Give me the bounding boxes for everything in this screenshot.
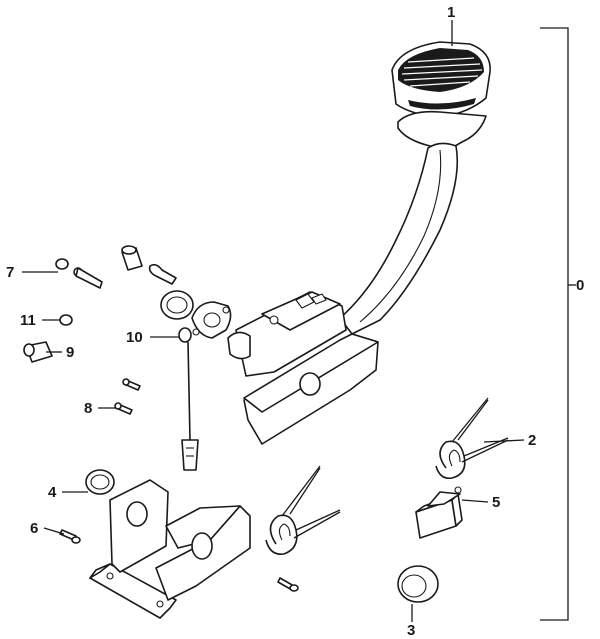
callout-3: 3 (407, 622, 415, 639)
part-8-screws[interactable] (114, 378, 141, 415)
part-2-spring[interactable] (435, 397, 509, 480)
part-11-washer[interactable] (59, 314, 73, 326)
pedal-arm (339, 110, 487, 335)
small-bolt (277, 577, 299, 592)
callout-1: 1 (447, 4, 455, 21)
seal-ring (160, 290, 194, 320)
part-10-position-sensor[interactable] (178, 301, 232, 471)
part-1-pedal-pad[interactable] (391, 41, 491, 119)
pedal-housing (227, 291, 379, 445)
callout-10: 10 (126, 329, 143, 346)
part-4-retaining-clip[interactable] (85, 469, 115, 495)
callout-5: 5 (492, 494, 500, 511)
part-6-screw[interactable] (59, 529, 81, 544)
mounting-bracket (89, 479, 251, 619)
bushing-sleeve (121, 245, 177, 285)
callout-9: 9 (66, 344, 74, 361)
callout-11: 11 (20, 312, 36, 329)
callout-leaders (22, 20, 525, 622)
callout-7: 7 (6, 264, 14, 281)
part-9-bushing[interactable] (23, 341, 53, 363)
callout-labels: 0 1 2 3 4 5 6 7 8 9 10 11 (6, 4, 584, 639)
callout-2: 2 (528, 432, 536, 449)
part-5-micro-switch[interactable] (415, 486, 463, 539)
callout-6: 6 (30, 520, 38, 537)
callout-4: 4 (48, 484, 57, 501)
return-spring-center (265, 465, 341, 556)
part-3-grommet[interactable] (397, 565, 439, 603)
assembly-bracket (540, 27, 576, 621)
callout-0: 0 (576, 277, 584, 294)
part-7-bolt[interactable] (55, 258, 103, 289)
callout-8: 8 (84, 400, 92, 417)
